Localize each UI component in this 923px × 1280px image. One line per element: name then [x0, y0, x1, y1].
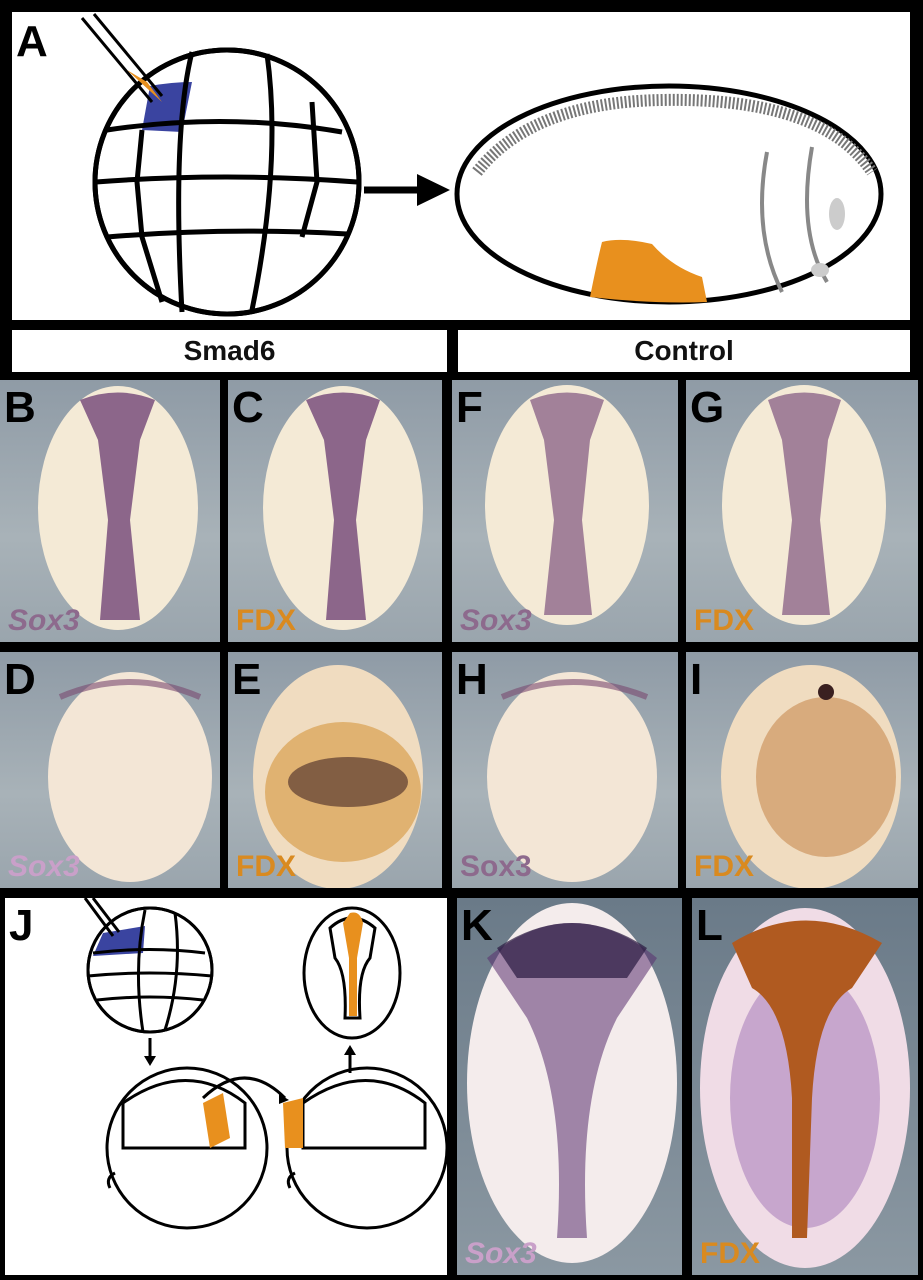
- injection-schematic: [80, 13, 884, 317]
- label-fdx: FDX: [236, 604, 296, 637]
- panel-c: C FDX: [228, 380, 442, 642]
- panel-d: D Sox3: [0, 652, 220, 888]
- panel-e: E FDX: [228, 652, 442, 888]
- label-sox3: Sox3: [8, 850, 80, 883]
- panel-i: I FDX: [686, 652, 918, 888]
- panel-f: F Sox3: [452, 380, 678, 642]
- tadpole-schematic: [454, 83, 884, 305]
- label-sox3: Sox3: [465, 1237, 537, 1270]
- panel-letter-h: H: [456, 655, 488, 704]
- panel-letter-i: I: [690, 655, 703, 704]
- arrow-icon: [144, 1038, 356, 1104]
- label-sox3: Sox3: [460, 604, 532, 637]
- label-fdx: FDX: [700, 1237, 760, 1270]
- panel-letter-a: A: [16, 17, 48, 66]
- panel-letter-f: F: [456, 383, 483, 432]
- panel-b: B Sox3: [0, 380, 220, 642]
- panel-letter-g: G: [690, 383, 725, 432]
- panel-l: L FDX: [692, 898, 918, 1275]
- label-fdx: FDX: [694, 850, 754, 883]
- label-sox3: Sox3: [460, 850, 532, 883]
- embryo-16-cell: [92, 47, 362, 317]
- panel-j: J: [5, 898, 447, 1275]
- panel-letter-e: E: [232, 655, 262, 704]
- label-fdx: FDX: [694, 604, 754, 637]
- header-smad6: Smad6: [12, 330, 447, 372]
- label-sox3: Sox3: [8, 604, 80, 637]
- header-control: Control: [458, 330, 910, 372]
- panel-letter-j: J: [9, 901, 34, 950]
- needle-icon: [80, 13, 164, 103]
- panel-h: H Sox3: [452, 652, 678, 888]
- panel-letter-l: L: [696, 901, 723, 950]
- transplant-schematic: [83, 898, 447, 1230]
- panel-letter-k: K: [461, 901, 493, 950]
- panel-a: A: [12, 12, 910, 320]
- arrow-icon: [364, 174, 450, 206]
- panel-g: G FDX: [686, 380, 918, 642]
- panel-letter-c: C: [232, 383, 264, 432]
- panel-letter-b: B: [4, 383, 36, 432]
- label-fdx: FDX: [236, 850, 296, 883]
- panel-k: K Sox3: [457, 898, 682, 1275]
- panel-letter-d: D: [4, 655, 36, 704]
